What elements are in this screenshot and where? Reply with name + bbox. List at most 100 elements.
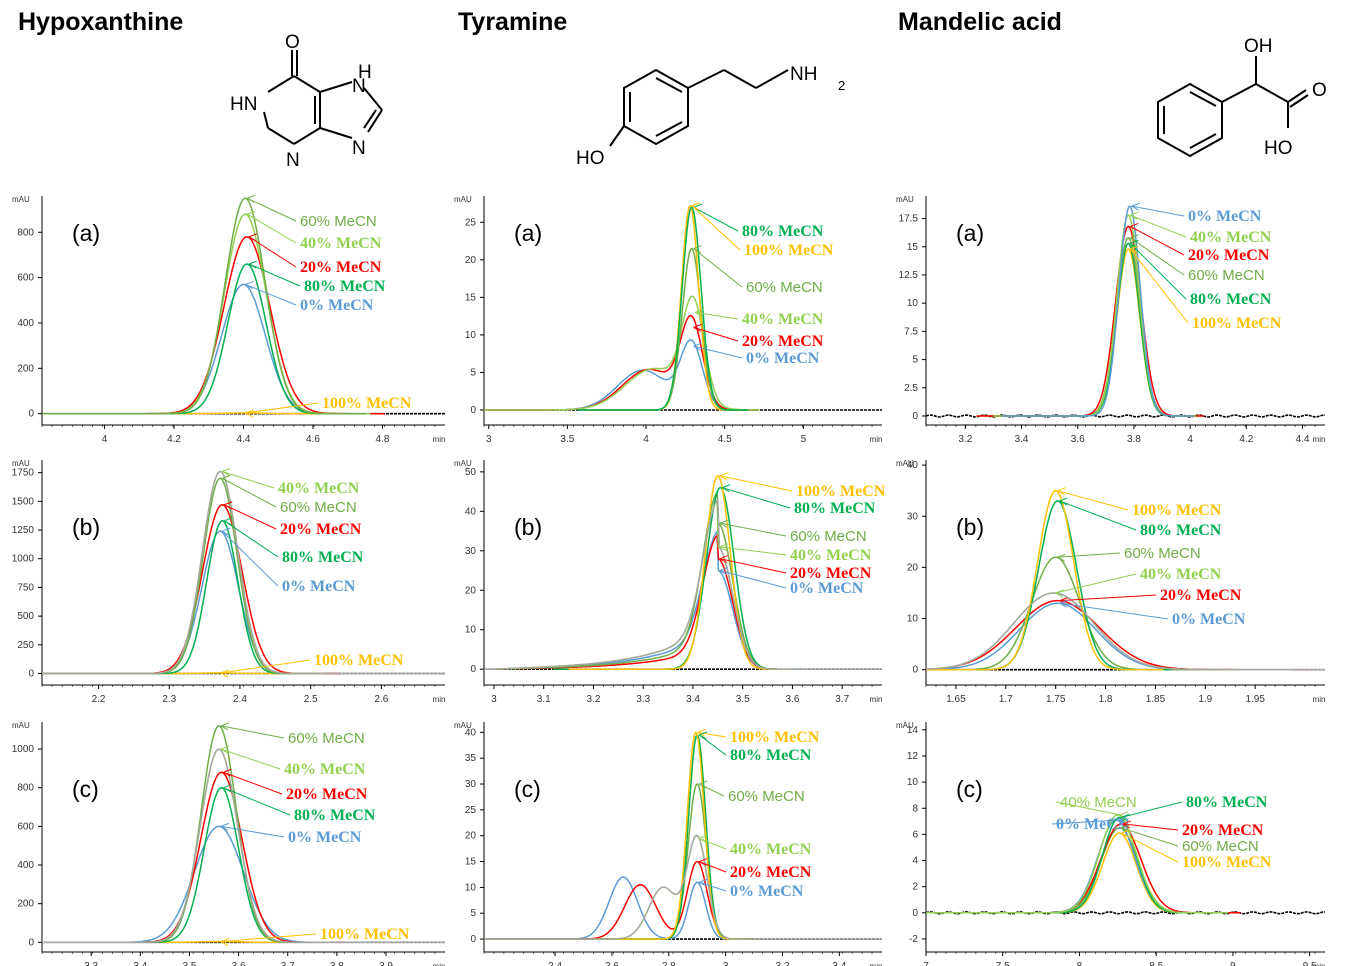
x-tick-label: 3.8 [330,961,344,966]
pointer-head [1130,245,1139,250]
trace-20-mecn [976,225,1205,417]
y-tick-label: 20 [465,255,477,266]
y-tick-label: 750 [17,582,34,593]
x-tick-label: 4.2 [167,434,181,445]
pointer-line [1057,552,1121,558]
trace-60-mecn [588,783,752,940]
x-tick-label: 1.9 [1198,694,1212,705]
pointer-head [1059,497,1068,502]
pointer-head [247,194,256,199]
pointer-line [1059,602,1169,620]
y-tick-label: 10 [465,625,477,636]
pointer-head [693,345,701,351]
series-label: 60% MeCN [1124,545,1201,562]
x-tick-label: 3.3 [84,961,98,966]
pointer-head [719,519,729,524]
struct-n-ring: N [352,138,366,159]
trace-80-mecn [993,242,1196,417]
pointer-head [1059,597,1068,602]
pointer-line [222,471,275,489]
struct-n-imid: N [352,76,366,97]
y-tick-label: 40 [465,727,477,738]
y-tick-label: 500 [17,611,34,622]
x-tick-label: 2.8 [662,961,676,966]
y-tick-label: 7.5 [904,326,918,337]
pointer-head [220,825,229,831]
pointer-line [1129,248,1189,324]
trace-gray-overlay [42,470,445,675]
x-unit-label: min [433,435,446,444]
pointer-line [224,504,277,530]
pointer-line [220,748,281,770]
pointer-head [1119,811,1129,816]
x-tick-label: 2.4 [548,961,562,966]
series-label: 100% MeCN [796,483,886,500]
pointer-head [223,771,231,777]
x-tick-label: 4 [643,434,649,445]
trace-40-mecn [484,295,760,411]
y-tick-label: 30 [465,779,477,790]
series-label: 40% MeCN [742,311,824,328]
y-tick-label: 40 [907,460,919,471]
x-tick-label: 3.5 [736,694,750,705]
pointer-head [719,522,728,528]
trace-60-mecn [42,197,367,415]
x-tick-label: 2.6 [605,961,619,966]
y-unit-label: mAU [454,195,472,204]
y-tick-label: 20 [907,562,919,573]
trace-0-mecn [1001,205,1194,417]
trace-gray-overlay [925,592,1325,671]
panel-tag: (c) [72,776,99,802]
pointer-line [247,197,297,222]
x-tick-label: 3.4 [1015,434,1029,445]
y-tick-label: 15 [907,242,919,253]
series-label: 0% MeCN [730,883,804,900]
pointer-head [223,787,231,793]
y-tick-label: 15 [465,292,477,303]
y-tick-label: 600 [17,821,34,832]
trace-gray-overlay [484,834,882,940]
x-unit-label: min [433,695,446,704]
pointer-head [1121,832,1129,838]
y-tick-label: 1500 [12,496,35,507]
pointer-head [1057,553,1066,558]
trace-80-mecn [578,206,749,411]
y-tick-label: 0 [470,405,476,416]
series-label: 40% MeCN [790,547,872,564]
chart-hyp-c: mAUmin3.33.43.53.63.73.83.90200400600800… [12,721,446,966]
series-label: 60% MeCN [728,788,805,805]
series-label: 40% MeCN [1140,566,1222,583]
y-tick-label: 50 [465,467,477,478]
y-tick-label: 25 [465,217,477,228]
pointer-head [1130,248,1138,254]
y-tick-label: 12 [907,751,919,762]
x-tick-label: 3.4 [686,694,700,705]
pointer-head [698,881,707,887]
pointer-line [1131,205,1185,217]
pointer-head [722,487,730,493]
trace-0-mecn [484,529,808,670]
series-label: 100% MeCN [322,395,412,412]
pointer-head [223,784,232,789]
pointer-head [719,546,728,552]
pointer-head [1122,820,1132,825]
y-tick-label: 30 [907,511,919,522]
series-label: 60% MeCN [300,213,377,230]
pointer-line [1057,490,1129,511]
pointer-line [220,725,285,739]
y-tick-label: 0 [28,409,34,420]
pointer-head [220,748,229,754]
x-tick-label: 3.3 [636,694,650,705]
trace-60-mecn [986,236,1200,417]
y-tick-label: 17.5 [899,214,919,225]
trace-60-mecn [578,247,749,411]
x-tick-label: 5 [801,434,807,445]
series-label: 0% MeCN [288,829,362,846]
x-tick-label: 1.75 [1046,694,1066,705]
y-tick-label: 0 [912,908,918,919]
pointer-line [1130,237,1185,276]
y-tick-label: 8 [912,803,918,814]
